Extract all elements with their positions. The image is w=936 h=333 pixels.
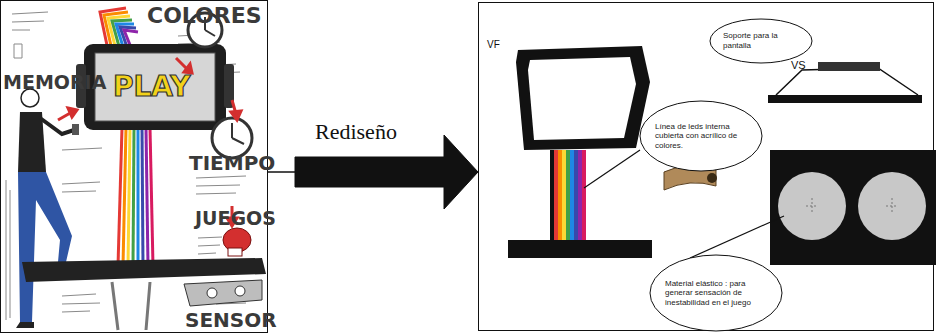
led-strip-reel (707, 173, 717, 183)
concept-heading: SENSOR (185, 308, 277, 332)
led-stripe (554, 150, 558, 240)
scribble (196, 185, 240, 186)
ellipse-shape (650, 255, 782, 331)
cable (123, 128, 126, 266)
red-arrow-head (68, 108, 77, 117)
led-stripe (578, 150, 582, 240)
rainbow-cables-bottom (118, 128, 153, 266)
monitor-frame (516, 46, 650, 150)
callout-ellipse: Soporte para la pantalla (709, 18, 813, 64)
scribble (198, 237, 222, 238)
callout-ellipse: Línea de leds interna cubierta con acríl… (639, 100, 763, 172)
led-stripe (574, 150, 578, 240)
callout-text-area: Soporte para la pantalla (709, 18, 813, 64)
boxing-glove-cuff (228, 248, 242, 256)
scribble (12, 12, 48, 14)
concept-heading: TIEMPO (189, 151, 275, 175)
scribble (62, 191, 96, 192)
view-label: VF (487, 39, 500, 50)
scribble (198, 253, 216, 254)
concept-heading: MEMORIA (3, 71, 106, 93)
callout-ellipse: Material elástico : para generar sensaci… (649, 254, 783, 332)
scribble (62, 294, 96, 296)
view-label: VS (791, 59, 806, 71)
platform-leg (112, 282, 150, 330)
elastic-base (770, 150, 936, 265)
callout-text-area: Línea de leds interna cubierta con acríl… (639, 100, 763, 172)
sketch-panel: COLORESMEMORIAPLAYTIEMPOJUEGOSSENSOR (0, 0, 268, 333)
sensor-point (207, 288, 217, 298)
led-stripe (582, 150, 586, 240)
sensor-pad (184, 280, 262, 306)
person-shoe (16, 322, 34, 328)
led-stripe (570, 150, 574, 240)
concept-heading: JUEGOS (195, 207, 276, 229)
arrow-label: Rediseño (315, 119, 397, 145)
callout-text: Soporte para la pantalla (723, 31, 799, 50)
scribble (62, 182, 100, 184)
monitor-base (508, 240, 652, 258)
block-arrow (268, 135, 478, 209)
concept-heading: COLORES (147, 3, 262, 28)
leader-line (690, 216, 784, 258)
ellipse-shape (640, 101, 762, 171)
screen-support (776, 68, 918, 95)
cable (133, 128, 134, 266)
clock-hands (232, 123, 244, 144)
phone (72, 124, 79, 135)
scribble (196, 176, 246, 178)
scribble (12, 30, 30, 31)
led-stripe (566, 150, 570, 240)
screen (95, 53, 215, 121)
scribble (14, 44, 22, 58)
led-stripe (562, 150, 566, 240)
scribble (12, 21, 44, 22)
leader-line (584, 150, 640, 188)
callout-text: Material elástico : para generar sensaci… (665, 279, 767, 308)
support-base (768, 95, 922, 103)
scribble (62, 311, 90, 312)
pole-edge (550, 150, 554, 240)
cable (128, 128, 130, 266)
red-arrow-head (231, 111, 241, 120)
rainbow-cables-top (100, 8, 138, 50)
cable (150, 128, 153, 266)
cable (118, 128, 122, 266)
scribble (62, 303, 100, 304)
scribble (6, 180, 7, 320)
person-arm (40, 118, 74, 134)
scribble (198, 245, 220, 246)
scribble (196, 193, 236, 194)
cable (137, 128, 140, 266)
support-screen (818, 62, 880, 71)
crosshair (806, 198, 898, 214)
redesign-panel: VF VS Soporte para la pantallaLínea de led… (478, 2, 934, 331)
callout-text-area: Material elástico : para generar sensaci… (649, 254, 783, 332)
cable (146, 128, 148, 266)
led-stripe (558, 150, 562, 240)
screen-text: PLAY (113, 70, 191, 103)
ellipse-shape (710, 19, 812, 63)
cable (142, 128, 143, 266)
monitor-screen (528, 57, 636, 140)
sensor-point (235, 286, 245, 296)
scribble (62, 148, 102, 150)
callout-text: Línea de leds interna cubierta con acríl… (655, 122, 747, 151)
person-jeans (18, 172, 72, 322)
scribble (10, 190, 11, 318)
platform (22, 258, 266, 282)
